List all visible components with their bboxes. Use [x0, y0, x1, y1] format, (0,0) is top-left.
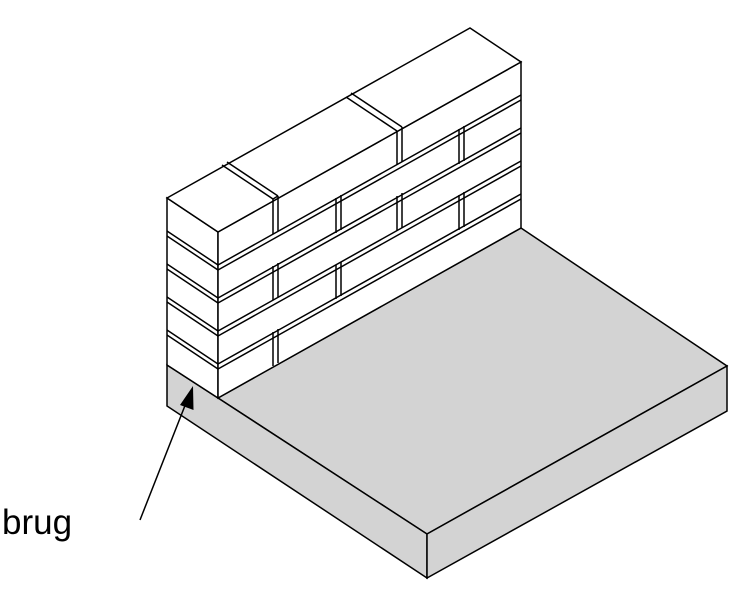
side-face-head-joints	[272, 126, 465, 366]
callout-arrow	[139, 386, 194, 521]
side-face-bed-joints	[217, 94, 522, 370]
brick-wall	[165, 27, 523, 400]
slab-right-face	[426, 364, 728, 580]
callout-label: brug	[2, 503, 73, 542]
front-face-bed-joints	[166, 230, 219, 370]
arrow-head	[180, 386, 194, 410]
top-face-joints	[221, 92, 403, 200]
foundation-slab	[166, 227, 729, 580]
